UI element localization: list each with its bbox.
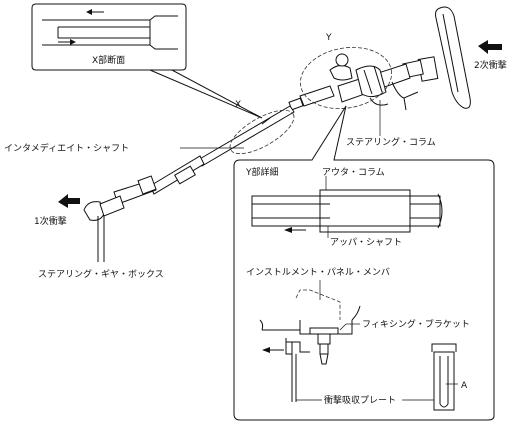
y-detail-callout xyxy=(233,105,495,421)
steering-column-label: ステアリング・コラム xyxy=(346,136,436,148)
leader-fixing-bracket xyxy=(339,323,347,331)
steering-wheel xyxy=(402,6,471,109)
x-section-label: X部断面 xyxy=(92,54,125,66)
outer-column-label: アウタ・コラム xyxy=(322,167,385,178)
upper-shaft-label: アッパ・シャフト xyxy=(330,237,402,248)
second-impact-label: 2次衝撃 xyxy=(474,59,507,71)
y-detail-label: Y部詳細 xyxy=(245,166,279,178)
steering-column-assembly xyxy=(288,53,419,111)
first-impact-arrow xyxy=(58,194,80,208)
x-section-callout xyxy=(31,3,263,119)
second-impact-arrow xyxy=(478,40,502,54)
x-marker-label: X xyxy=(235,100,241,110)
intermediate-shaft-label: インタメディエイト・シャフト xyxy=(4,142,129,154)
y-marker-label: Y xyxy=(325,33,332,43)
instrument-panel-member-label: インストルメント・パネル・メンバ xyxy=(246,267,390,278)
impact-absorbing-plate xyxy=(431,343,457,411)
first-impact-label: 1次衝撃 xyxy=(34,215,67,227)
impact-plate-label: 衝撃吸収プレート xyxy=(324,394,396,406)
fixing-bracket-label: フィキシング・ブラケット xyxy=(362,318,470,330)
x-region-marker xyxy=(229,109,295,155)
instrument-panel-member xyxy=(259,280,361,402)
steering-gearbox-label: ステアリング・ギヤ・ボックス xyxy=(38,268,164,280)
steering-gearbox xyxy=(83,175,157,262)
column-cross-section xyxy=(251,189,443,233)
y-region-marker xyxy=(300,46,392,110)
a-marker-label: A xyxy=(461,381,468,391)
